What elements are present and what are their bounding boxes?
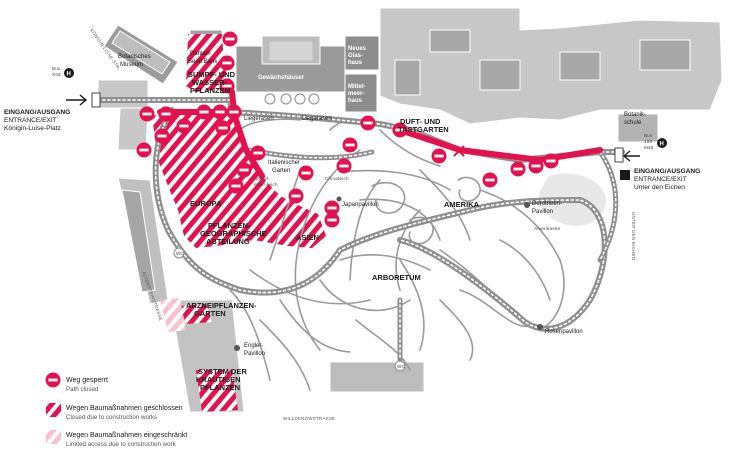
bus-stop-right: Bus 100 M48 H bbox=[644, 133, 667, 150]
label-gewaechshaeuser: Gewächshäuser bbox=[258, 75, 305, 81]
closed-x-marker bbox=[453, 145, 465, 157]
entrance-right-sub2: Unter den Eichen bbox=[634, 184, 685, 191]
label-dorotheen-1: Dorotheen- bbox=[532, 201, 562, 207]
construction-limited-areas bbox=[160, 298, 186, 332]
legend-title-2: Wegen Baumaßnahmen geschlossen bbox=[66, 405, 183, 412]
label-botanisches-museum-2: Museum bbox=[120, 62, 143, 68]
entrance-left: EINGANG/AUSGANG ENTRANCE/EXIT Königin-Lu… bbox=[4, 92, 101, 132]
label-italienischer-1: Italienischer bbox=[268, 160, 300, 166]
label-liegerasen-right: Liegerasen bbox=[302, 116, 332, 122]
bus-stop-letter: H bbox=[67, 72, 71, 78]
label-europa: EUROPA bbox=[190, 199, 222, 208]
label-mittelmeerhaus-1: Mittel- bbox=[348, 84, 366, 90]
label-neues-glashaus-3: haus bbox=[348, 60, 363, 66]
label-mittelmeerhaus-2: meer- bbox=[348, 91, 364, 97]
label-chinateich: Chinateich bbox=[325, 176, 349, 181]
entrance-right-title: EINGANG/AUSGANG bbox=[634, 168, 700, 175]
construction-limited-icon bbox=[46, 430, 61, 444]
label-neues-glashaus-2: Glas- bbox=[348, 53, 363, 59]
label-dahlem-2: Seed Bank bbox=[188, 59, 218, 65]
bus-line: M48 bbox=[644, 145, 654, 150]
bus-stop-icon bbox=[64, 68, 74, 78]
label-botanisches-museum-1: Botanisches bbox=[118, 54, 151, 60]
bus-stop-icon bbox=[657, 138, 667, 148]
legend-item-construction-limited: Wegen Baumaßnahmen eingeschränkt Limited… bbox=[46, 430, 187, 448]
legend-subtitle-3: Limited access due to construction work bbox=[66, 441, 177, 448]
entrance-right-sub1: ENTRANCE/EXIT bbox=[634, 176, 687, 183]
label-pflanzengeo-2: GEOGRAPHISCHE bbox=[200, 229, 267, 238]
entrance-left-sub2: Königin-Luise-Platz bbox=[4, 125, 61, 132]
label-engler-2: Pavillon bbox=[244, 351, 265, 357]
label-system-1: SYSTEM DER bbox=[198, 367, 247, 376]
area-labels: Botanisches Museum Dahlem Seed Bank SUMP… bbox=[118, 46, 646, 392]
legend-title-3: Wegen Baumaßnahmen eingeschränkt bbox=[66, 432, 187, 439]
bus-line: 100 bbox=[644, 139, 653, 144]
street-willdenowstrasse: WILLDENOWSTRASSE bbox=[283, 416, 335, 421]
label-pflanzengeo-3: ABTEILUNG bbox=[206, 237, 250, 246]
label-japanpavillon: Japanpavillon bbox=[342, 202, 379, 208]
label-arzneipflanzen-2: GARTEN bbox=[194, 309, 226, 318]
label-engler-1: Engler- bbox=[244, 343, 263, 349]
label-duft-2: TASTGARTEN bbox=[398, 125, 449, 134]
label-amerika: AMERIKA bbox=[444, 200, 480, 209]
bus-line: X83 bbox=[52, 72, 61, 77]
label-sumpf-2: WASSER- bbox=[192, 78, 228, 87]
label-amerikasee: Amerikasee bbox=[534, 226, 560, 231]
bus-label: Bus bbox=[644, 133, 653, 138]
label-arboretum: ARBORETUM bbox=[372, 273, 421, 282]
label-neues-glashaus-1: Neues bbox=[348, 46, 367, 52]
arrow-right-icon bbox=[66, 94, 88, 106]
label-pflanzengeo-1: PFLANZEN- bbox=[208, 221, 251, 230]
label-system-2: KRAUTIGEN bbox=[196, 375, 241, 384]
legend-item-closed-path: Weg gesperrt Path closed bbox=[45, 372, 108, 393]
entrance-left-title: EINGANG/AUSGANG bbox=[4, 109, 70, 116]
gate-icon bbox=[614, 147, 624, 163]
street-unter-den-eichen: UNTER DEN EICHEN bbox=[631, 212, 636, 260]
label-rosenpavillon: Rosenpavillon bbox=[545, 329, 583, 335]
closed-path-icon bbox=[45, 372, 61, 388]
label-duft-1: DUFT- UND bbox=[400, 117, 441, 126]
construction-closed-icon bbox=[46, 403, 61, 417]
entrance-right: EINGANG/AUSGANG ENTRANCE/EXIT Unter den … bbox=[614, 147, 700, 191]
label-system-3: PFLANZEN bbox=[200, 383, 240, 392]
label-liegerasen-left: Liegerasen bbox=[244, 116, 274, 122]
legend-title-1: Weg gesperrt bbox=[66, 377, 108, 384]
entrance-left-sub1: ENTRANCE/EXIT bbox=[4, 117, 57, 124]
label-arzneipflanzen-1: ARZNEIPFLANZEN- bbox=[186, 301, 257, 310]
legend-subtitle-2: Closed due to construction works bbox=[66, 414, 157, 421]
label-botanikschule-1: Botanik- bbox=[624, 112, 646, 118]
legend-subtitle-1: Path closed bbox=[66, 386, 99, 393]
bus-stop-left: Bus X83 H bbox=[52, 66, 74, 78]
wc-label-2: WC bbox=[397, 364, 406, 369]
pavilion-dots bbox=[234, 196, 543, 351]
info-icon bbox=[620, 170, 630, 180]
label-mittelmeerhaus-3: haus bbox=[348, 98, 363, 104]
arrow-left-icon bbox=[622, 150, 640, 162]
label-mittelmeerteich-1: Mittel- bbox=[256, 176, 270, 181]
label-asien: ASIEN bbox=[296, 233, 319, 242]
label-italienischer-2: Garten bbox=[272, 168, 290, 174]
bus-label: Bus bbox=[52, 66, 61, 71]
bus-stop-letter: H bbox=[660, 142, 664, 148]
paths bbox=[229, 118, 565, 391]
label-sumpf-3: PFLANZEN bbox=[190, 86, 230, 95]
label-mittelmeerteich-2: meer-teich bbox=[254, 182, 278, 187]
wc-label-1: WC bbox=[176, 251, 185, 256]
label-dahlem-1: Dahlem bbox=[190, 51, 211, 57]
label-dorotheen-2: Pavillon bbox=[532, 209, 553, 215]
label-botanikschule-2: schule bbox=[624, 120, 642, 126]
buildings bbox=[97, 7, 723, 413]
legend: Weg gesperrt Path closed Wegen Baumaßnah… bbox=[45, 372, 187, 448]
gate-icon bbox=[91, 92, 101, 108]
legend-item-construction-closed: Wegen Baumaßnahmen geschlossen Closed du… bbox=[46, 403, 183, 421]
label-sumpf-1: SUMPF- UND bbox=[188, 70, 236, 79]
